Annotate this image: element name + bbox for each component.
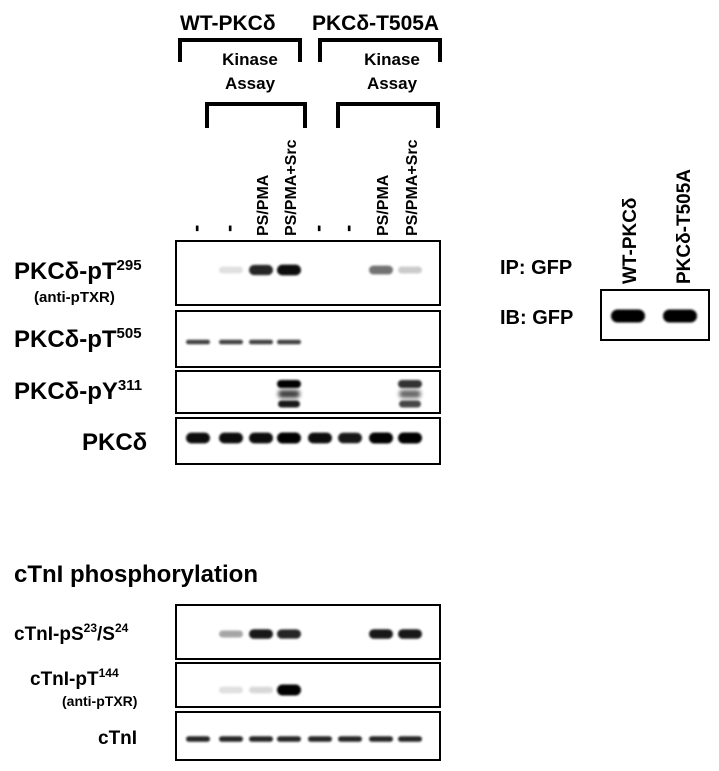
lane-label-3: PS/PMA (255, 174, 272, 236)
ctni_pS23-band-8 (398, 629, 422, 639)
ctni-band-2 (219, 736, 243, 742)
wt-kinase-assay-bracket (205, 102, 307, 128)
PKCd-band-7 (369, 432, 393, 444)
pY311-band-mid-4 (278, 390, 300, 398)
blot-panel-pY311 (175, 370, 441, 414)
lane-label-5: - (305, 225, 330, 232)
ctni-band-3 (249, 736, 273, 742)
kinase-assay-label-t505a-line2: Assay (367, 74, 418, 93)
blot-panel-ctni-pT144 (175, 662, 441, 708)
PKCd-band-8 (398, 432, 422, 444)
ib-gfp-label: IB: GFP (500, 307, 573, 329)
ip-gfp-label: IP: GFP (500, 257, 572, 279)
pT505-band-3 (249, 339, 273, 345)
PKCd-band-4 (277, 432, 301, 444)
blot-panel-ip-gfp (600, 289, 710, 341)
pY311-band-lower-4 (278, 400, 300, 408)
pY311-band-mid-8 (399, 390, 421, 398)
lane-label-1: - (183, 225, 208, 232)
ip_gfp-band-1 (611, 309, 645, 323)
lane-label-6: - (335, 225, 360, 232)
group-label-t505a: PKCδ-T505A (312, 12, 439, 35)
blot-label-ctni-pT144: cTnI-pT144 (30, 666, 119, 690)
t505a-kinase-assay-bracket (336, 102, 440, 128)
blot-sublabel-anti-ptxr: (anti-pTXR) (34, 289, 115, 306)
pY311-band-upper-4 (277, 380, 301, 388)
ctni_pT144-band-2 (219, 686, 243, 694)
kinase-assay-label-t505a-line1: Kinase (364, 50, 420, 69)
blot-panel-ctni (175, 711, 441, 761)
kinase-assay-label-wt-line1: Kinase (222, 50, 278, 69)
ctni_pS23-band-7 (369, 629, 393, 639)
PKCd-band-3 (249, 432, 273, 444)
blot-label-pT295: PKCδ-pT295 (14, 257, 142, 285)
blot-label-pY311: PKCδ-pY311 (14, 377, 142, 405)
kinase-assay-label-wt-line2: Assay (225, 74, 276, 93)
ctni-band-1 (186, 736, 210, 742)
ctni-band-6 (338, 736, 362, 742)
pT295-band-4 (277, 264, 301, 276)
blot-sublabel-ctni-anti-ptxr: (anti-pTXR) (62, 693, 137, 709)
blot-panel-pT295 (175, 240, 441, 306)
blot-panel-pkcd (175, 417, 441, 465)
wt-group-bracket (178, 38, 302, 62)
ctni-band-7 (369, 736, 393, 742)
pT505-band-1 (186, 339, 210, 345)
lane-label-2: - (216, 225, 241, 232)
ctni_pT144-band-3 (249, 686, 273, 694)
ip-lane-label-wt: WT-PKCδ (620, 198, 641, 284)
blot-label-pT505: PKCδ-pT505 (14, 325, 142, 353)
blot-panel-pT505 (175, 310, 441, 368)
PKCd-band-2 (219, 432, 243, 444)
lane-label-4: PS/PMA+Src (283, 139, 300, 236)
t505a-group-bracket (318, 38, 442, 62)
group-label-wt: WT-PKCδ (180, 12, 276, 35)
lane-label-7: PS/PMA (375, 174, 392, 236)
pT505-band-2 (219, 339, 243, 345)
ctni_pS23-band-3 (249, 629, 273, 639)
pT505-band-4 (277, 339, 301, 345)
pT295-band-2 (219, 266, 243, 274)
pY311-band-lower-8 (399, 400, 421, 408)
ip-lane-label-t505a: PKCδ-T505A (674, 169, 695, 284)
ctni-section-title: cTnI phosphorylation (14, 561, 258, 588)
ctni_pS23-band-4 (277, 629, 301, 639)
blot-label-ctni-pS23-S24: cTnI-pS23/S24 (14, 621, 129, 645)
ctni_pT144-band-4 (277, 684, 301, 696)
lane-label-8: PS/PMA+Src (404, 139, 421, 236)
blot-label-ctni: cTnI (98, 728, 137, 749)
PKCd-band-5 (308, 432, 332, 444)
pT295-band-8 (398, 266, 422, 274)
pY311-band-upper-8 (398, 380, 422, 388)
ctni_pS23-band-2 (219, 630, 243, 638)
PKCd-band-1 (186, 432, 210, 444)
ctni-band-5 (308, 736, 332, 742)
PKCd-band-6 (338, 432, 362, 444)
ctni-band-4 (277, 736, 301, 742)
ip_gfp-band-2 (663, 309, 697, 323)
pT295-band-3 (249, 264, 273, 276)
pT295-band-7 (369, 265, 393, 275)
ctni-band-8 (398, 736, 422, 742)
blot-panel-ctni-pS23 (175, 604, 441, 660)
blot-label-pkcd: PKCδ (82, 429, 147, 456)
